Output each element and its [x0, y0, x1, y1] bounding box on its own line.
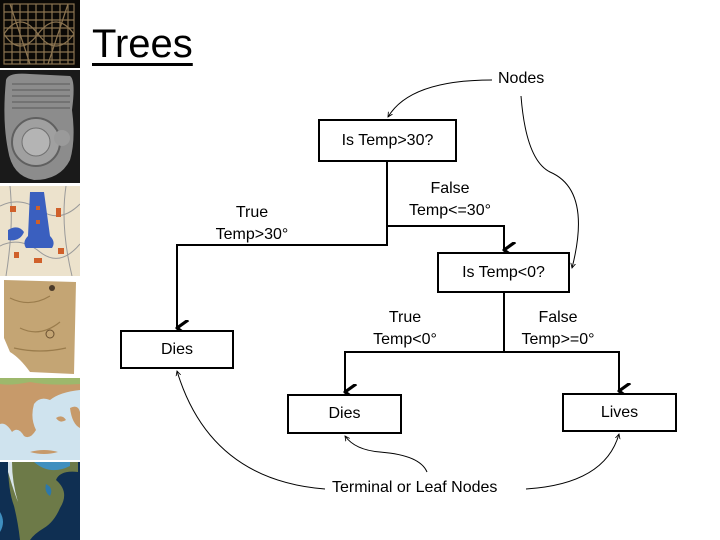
annotation-arrow-leaf-lives — [525, 434, 619, 490]
decision-node-root: Is Temp>30? — [318, 119, 457, 162]
annotation-arrow-leaf-dies2 — [345, 436, 428, 473]
edge-label-d2-true-line2: Temp<0° — [373, 331, 437, 348]
grid-chart-image — [0, 0, 80, 68]
edge-label-d2-true-line1: True — [388, 309, 422, 326]
leaf-node-lives-label: Lives — [600, 403, 639, 421]
leaf-node-dies-1-label: Dies — [160, 340, 193, 358]
edge-label-root-true-line2: Temp>30° — [215, 226, 289, 243]
edge-label-root-true: True Temp>30° — [204, 202, 300, 246]
edge-label-d2-true: True Temp<0° — [360, 307, 450, 351]
leaf-node-dies-2-label: Dies — [328, 405, 361, 422]
decision-node-root-label: Is Temp>30? — [341, 131, 434, 149]
decision-node-2-label: Is Temp<0? — [462, 263, 545, 281]
edge-label-root-true-line1: True — [235, 204, 269, 221]
clay-tablet-map-image — [0, 70, 80, 183]
medieval-map-image — [0, 186, 80, 276]
edge-label-d2-false-line2: Temp>=0° — [521, 331, 595, 348]
edge-label-d2-false: False Temp>=0° — [510, 307, 606, 351]
leaf-node-dies-2: Dies — [287, 394, 402, 434]
edge-label-root-false: False Temp<=30° — [398, 178, 502, 222]
annotation-arrow-leaf-dies1 — [177, 371, 326, 490]
edge-label-d2-false-line1: False — [538, 309, 578, 326]
edge-root-false — [387, 225, 504, 250]
annotation-nodes: Nodes — [494, 70, 549, 88]
decision-node-temp-below-zero: Is Temp<0? — [437, 252, 570, 293]
edge-d2-true — [345, 351, 504, 392]
slide-title: Trees — [92, 22, 193, 66]
north-america-globe-image — [0, 462, 80, 540]
edge-d2-false — [504, 351, 619, 391]
greece-map-image — [0, 378, 80, 460]
leaf-node-dies-1: Dies — [120, 330, 234, 369]
edge-label-root-false-line2: Temp<=30° — [408, 202, 491, 219]
parchment-map-image — [0, 278, 80, 376]
annotation-leaf-nodes: Terminal or Leaf Nodes — [328, 479, 502, 497]
image-strip — [0, 0, 80, 540]
edge-root-true — [177, 162, 388, 328]
annotation-arrow-nodes-d2 — [520, 95, 579, 268]
annotation-arrow-nodes-root — [388, 79, 493, 117]
leaf-node-lives: Lives — [562, 393, 677, 432]
edge-label-root-false-line1: False — [430, 180, 470, 197]
